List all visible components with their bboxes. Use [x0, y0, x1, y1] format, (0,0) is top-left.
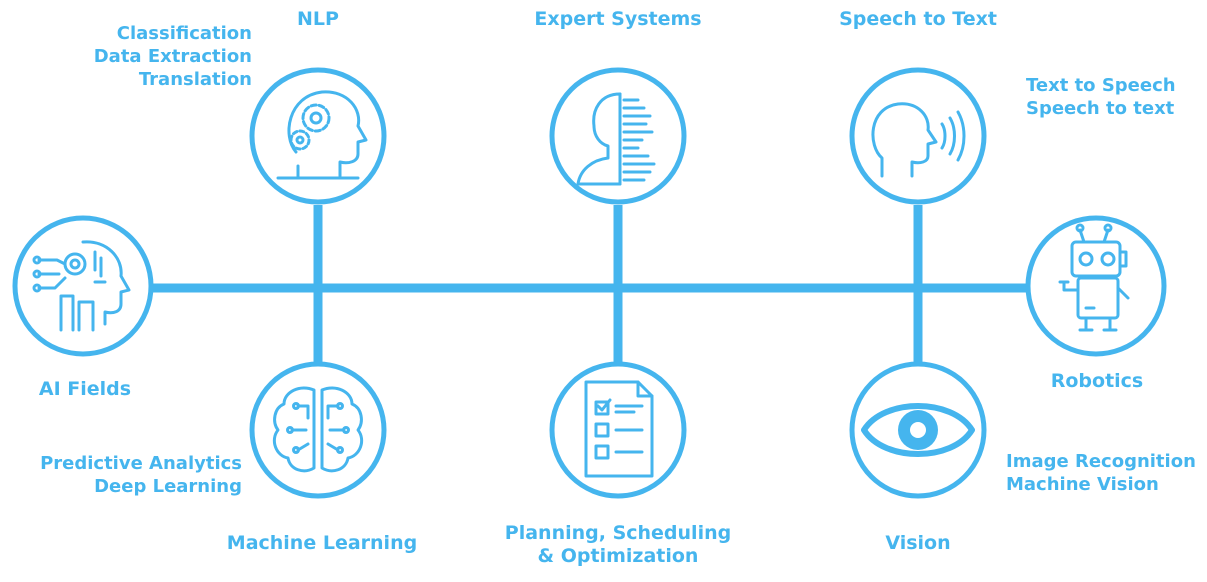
speech-sublabels: Text to Speech Speech to text [1026, 74, 1196, 120]
vision-sublabel: Image Recognition [1006, 451, 1196, 472]
ai-head-circuit-icon [12, 215, 154, 357]
nlp-sublabels: Classification Data Extraction Translati… [40, 22, 252, 91]
machine-learning-sublabel: Predictive Analytics [40, 453, 242, 474]
robotics-label: Robotics [1050, 370, 1144, 392]
nlp-sublabel: Classification [116, 23, 252, 44]
expert-systems-node [548, 66, 688, 210]
ai-fields-node [9, 212, 157, 364]
speech-node [848, 66, 988, 210]
vision-sublabels: Image Recognition Machine Vision [1006, 450, 1204, 496]
speech-sublabel: Speech to text [1026, 98, 1175, 119]
ai-fields-label: AI Fields [38, 378, 132, 400]
planning-label-line: Planning, Scheduling [504, 522, 732, 544]
nlp-label: NLP [297, 8, 339, 30]
planning-node [548, 360, 688, 504]
vision-label: Vision [885, 532, 951, 554]
eye-icon [849, 361, 987, 499]
nlp-sublabel: Data Extraction [93, 46, 252, 67]
vision-node [848, 360, 988, 504]
planning-label: Planning, Scheduling & Optimization [478, 522, 758, 568]
speech-sublabel: Text to Speech [1026, 75, 1176, 96]
machine-learning-label: Machine Learning [226, 532, 418, 554]
robotics-node [1022, 212, 1170, 364]
machine-learning-sublabel: Deep Learning [94, 476, 242, 497]
expert-systems-label: Expert Systems [534, 8, 702, 30]
brain-circuit-icon [249, 361, 387, 499]
speech-label: Speech to Text [839, 8, 997, 30]
nlp-node [248, 66, 388, 210]
planning-label-line: & Optimization [537, 544, 699, 567]
machine-learning-node [248, 360, 388, 504]
speaking-head-icon [849, 67, 987, 205]
nlp-sublabel: Translation [138, 69, 252, 90]
head-gears-icon [249, 67, 387, 205]
robot-icon [1025, 215, 1167, 357]
machine-learning-sublabels: Predictive Analytics Deep Learning [10, 452, 242, 498]
checklist-document-icon [549, 361, 687, 499]
vision-sublabel: Machine Vision [1006, 474, 1159, 495]
profile-data-bars-icon [549, 67, 687, 205]
